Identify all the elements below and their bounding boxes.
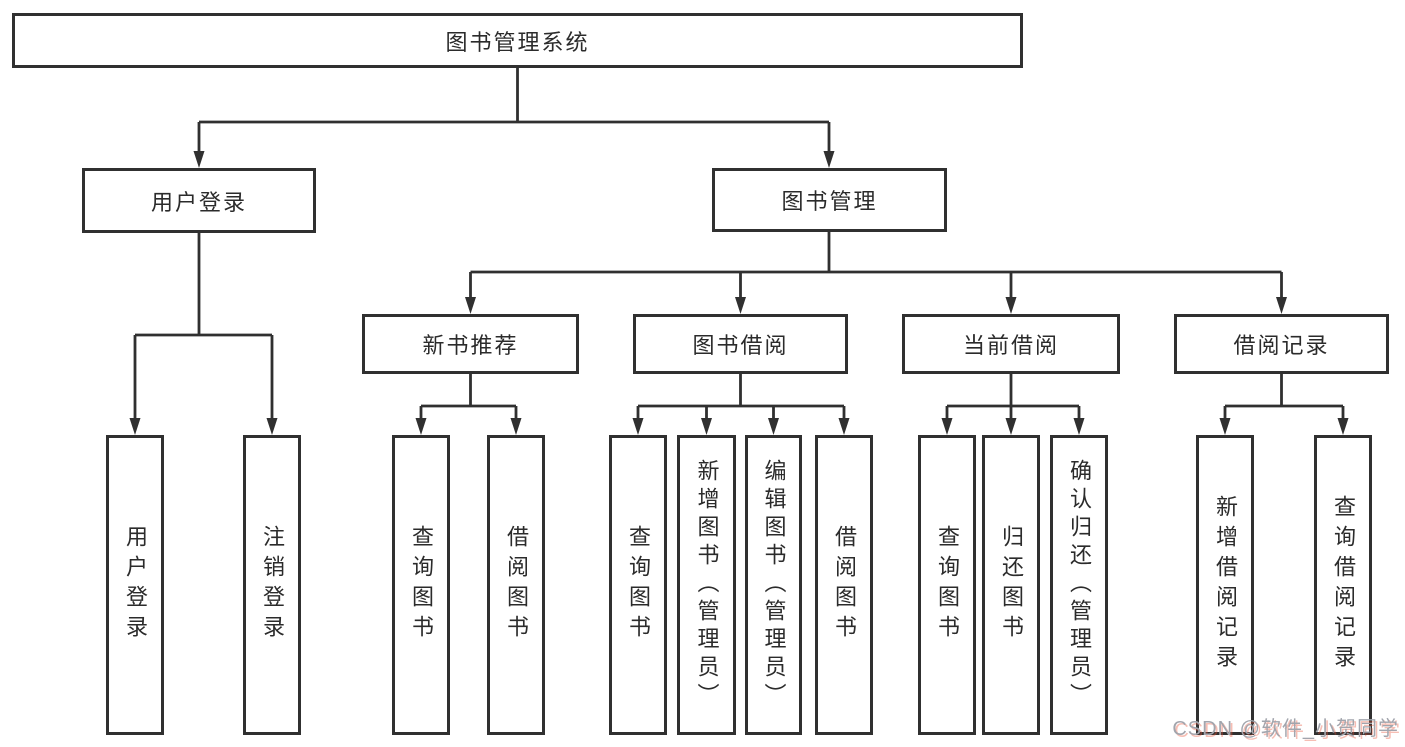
- leaf-borrow-add-books-admin: 新增图书（管理员）: [677, 435, 736, 735]
- node-borrowing-records: 借阅记录: [1174, 314, 1389, 374]
- node-user-login: 用户登录: [82, 168, 316, 233]
- node-book-borrowing: 图书借阅: [633, 314, 848, 374]
- leaf-logout: 注销登录: [243, 435, 301, 735]
- leaf-rec-query-books-label: 查询图书: [409, 525, 434, 645]
- node-current-borrowing: 当前借阅: [902, 314, 1120, 374]
- leaf-current-query-books-label: 查询图书: [935, 525, 960, 645]
- leaf-borrow-borrow-books-label: 借阅图书: [832, 525, 857, 645]
- leaf-current-return-books-label: 归还图书: [999, 525, 1024, 645]
- leaf-records-query-record: 查询借阅记录: [1314, 435, 1372, 735]
- leaf-borrow-edit-books-admin: 编辑图书（管理员）: [745, 435, 802, 735]
- csdn-watermark: CSDN @软件_小贺同学: [1172, 718, 1399, 740]
- leaf-logout-label: 注销登录: [260, 525, 285, 645]
- leaf-records-add-record-label: 新增借阅记录: [1213, 495, 1238, 675]
- leaf-borrow-edit-books-admin-label: 编辑图书（管理员）: [761, 459, 787, 711]
- leaf-current-return-books: 归还图书: [982, 435, 1040, 735]
- node-book-management: 图书管理: [712, 168, 947, 232]
- leaf-user-login: 用户登录: [106, 435, 164, 735]
- leaf-current-query-books: 查询图书: [918, 435, 976, 735]
- arrowheads: [129, 151, 1349, 435]
- leaf-current-confirm-return-admin-label: 确认归还（管理员）: [1067, 459, 1092, 711]
- leaf-rec-query-books: 查询图书: [392, 435, 450, 735]
- leaf-borrow-query-books-label: 查询图书: [626, 525, 651, 645]
- leaf-records-query-record-label: 查询借阅记录: [1331, 495, 1356, 675]
- leaf-rec-borrow-books: 借阅图书: [487, 435, 545, 735]
- leaf-borrow-add-books-admin-label: 新增图书（管理员）: [694, 459, 720, 711]
- leaf-borrow-query-books: 查询图书: [609, 435, 667, 735]
- node-root: 图书管理系统: [12, 13, 1023, 68]
- leaf-user-login-label: 用户登录: [123, 525, 148, 645]
- leaf-current-confirm-return-admin: 确认归还（管理员）: [1050, 435, 1108, 735]
- leaf-rec-borrow-books-label: 借阅图书: [504, 525, 529, 645]
- node-new-book-recommend: 新书推荐: [362, 314, 579, 374]
- leaf-records-add-record: 新增借阅记录: [1196, 435, 1254, 735]
- leaf-borrow-borrow-books: 借阅图书: [815, 435, 873, 735]
